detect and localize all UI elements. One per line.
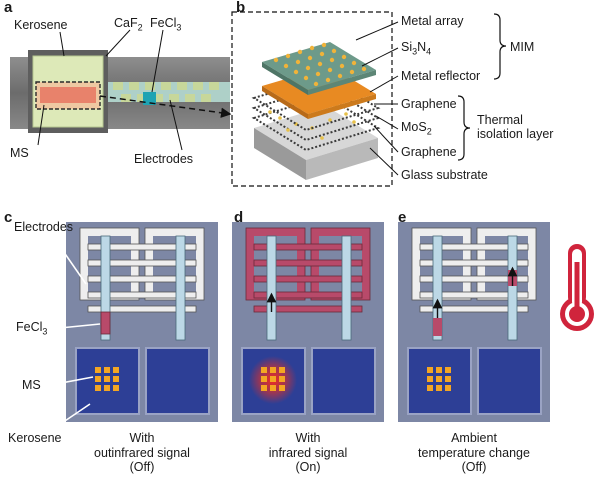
layer-stack [251, 42, 381, 180]
panel-b-leader-lines [355, 21, 399, 176]
label-ms-a: MS [10, 146, 29, 160]
caption-e: Ambient temperature change (Off) [418, 431, 530, 474]
zoom-arrow [99, 95, 232, 118]
label-mos2: MoS2 [401, 120, 432, 137]
label-glass-substrate: Glass substrate [401, 168, 488, 182]
panel-a-device [10, 50, 230, 133]
panel-label-c: c [4, 209, 13, 226]
panel-label-e: e [398, 209, 407, 226]
ms-layer [40, 87, 96, 103]
label-isolation-layer: isolation layer [477, 127, 554, 141]
fecl3-cell [143, 92, 156, 105]
panel-b-frame [231, 11, 393, 187]
caption-c: With outinfrared signal (Off) [94, 431, 190, 474]
label-si3n4: Si3N4 [401, 40, 432, 57]
electrode-pads [113, 82, 219, 102]
label-thermal: Thermal [477, 113, 523, 127]
panel-label-a: a [4, 0, 13, 16]
label-fecl3-c: FeCl3 [16, 320, 48, 337]
chip-c [66, 222, 218, 422]
brackets [457, 13, 507, 161]
label-metal-reflector: Metal reflector [401, 69, 481, 83]
label-metal-array: Metal array [401, 14, 464, 28]
label-electrodes-c: Electrodes [14, 220, 74, 234]
thermometer-icon [560, 244, 594, 331]
panel-label-d: d [234, 209, 244, 226]
mim-bracket [493, 13, 507, 80]
label-fecl3-a: FeCl3 [150, 16, 182, 33]
label-electrodes-a: Electrodes [134, 152, 194, 166]
panel-c-leader-lines [51, 234, 101, 428]
label-kerosene-c: Kerosene [8, 431, 62, 445]
label-mim: MIM [510, 40, 535, 54]
label-caf2: CaF2 [114, 16, 143, 33]
panel-a-leader-lines [37, 29, 183, 151]
label-graphene-bottom: Graphene [401, 145, 457, 159]
caption-d: With infrared signal (On) [268, 431, 348, 474]
label-graphene-top: Graphene [401, 97, 457, 111]
label-kerosene-a: Kerosene [14, 18, 68, 32]
chip-e [398, 222, 550, 422]
panel-label-b: b [236, 0, 246, 16]
label-ms-c: MS [22, 378, 41, 392]
chip-d [232, 222, 384, 422]
thermal-bracket [457, 95, 471, 161]
